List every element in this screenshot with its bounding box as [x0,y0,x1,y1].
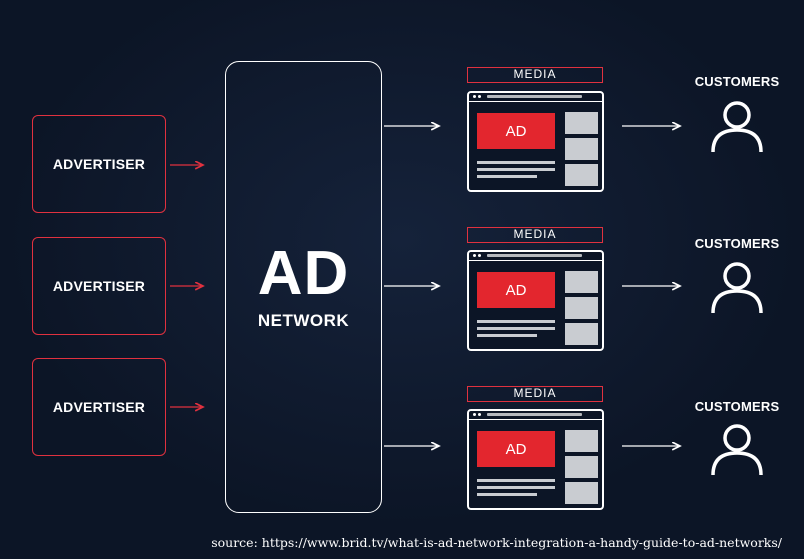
person-icon [711,262,763,314]
browser-dot-icon [473,95,476,98]
browser-toolbar [469,411,602,420]
source-caption: source: https://www.brid.tv/what-is-ad-n… [211,535,782,550]
diagram-canvas: ADVERTISER ADVERTISER ADVERTISER AD NETW… [0,0,804,530]
browser-dot-icon [473,254,476,257]
content-block [565,112,598,134]
ad-network-subtitle: NETWORK [257,311,350,330]
advertiser-box-2: ADVERTISER [32,237,166,335]
advertiser-box-3: ADVERTISER [32,358,166,456]
media-browser-1: AD [467,91,604,192]
text-line [477,334,537,337]
content-block [565,482,598,504]
media-label-1: MEDIA [467,67,603,83]
ad-banner: AD [477,113,555,149]
browser-url-bar [487,413,582,416]
browser-dot-icon [478,413,481,416]
text-line [477,320,555,323]
browser-dot-icon [473,413,476,416]
content-block [565,164,598,186]
advertiser-label: ADVERTISER [52,156,146,172]
advertiser-box-1: ADVERTISER [32,115,166,213]
text-line [477,327,555,330]
customers-label-1: CUSTOMERS [694,74,780,89]
media-browser-2: AD [467,250,604,351]
text-line [477,161,555,164]
browser-dot-icon [478,95,481,98]
text-line [477,493,537,496]
text-line [477,486,555,489]
browser-toolbar [469,93,602,102]
text-line [477,168,555,171]
content-block [565,430,598,452]
content-block [565,323,598,345]
person-icon [711,424,763,476]
ad-network-box: AD NETWORK [225,61,382,513]
ad-banner: AD [477,272,555,308]
content-block [565,456,598,478]
content-block [565,138,598,160]
content-block [565,297,598,319]
browser-url-bar [487,254,582,257]
ad-banner: AD [477,431,555,467]
advertiser-label: ADVERTISER [52,278,146,294]
text-line [477,175,537,178]
media-browser-3: AD [467,409,604,510]
advertiser-label: ADVERTISER [52,399,146,415]
browser-toolbar [469,252,602,261]
browser-dot-icon [478,254,481,257]
media-label-3: MEDIA [467,386,603,402]
ad-network-title: AD [257,239,350,308]
content-block [565,271,598,293]
browser-url-bar [487,95,582,98]
person-icon [711,101,763,153]
customers-label-3: CUSTOMERS [694,399,780,414]
media-label-2: MEDIA [467,227,603,243]
flow-arrows [170,0,804,530]
text-line [477,479,555,482]
customers-label-2: CUSTOMERS [694,236,780,251]
